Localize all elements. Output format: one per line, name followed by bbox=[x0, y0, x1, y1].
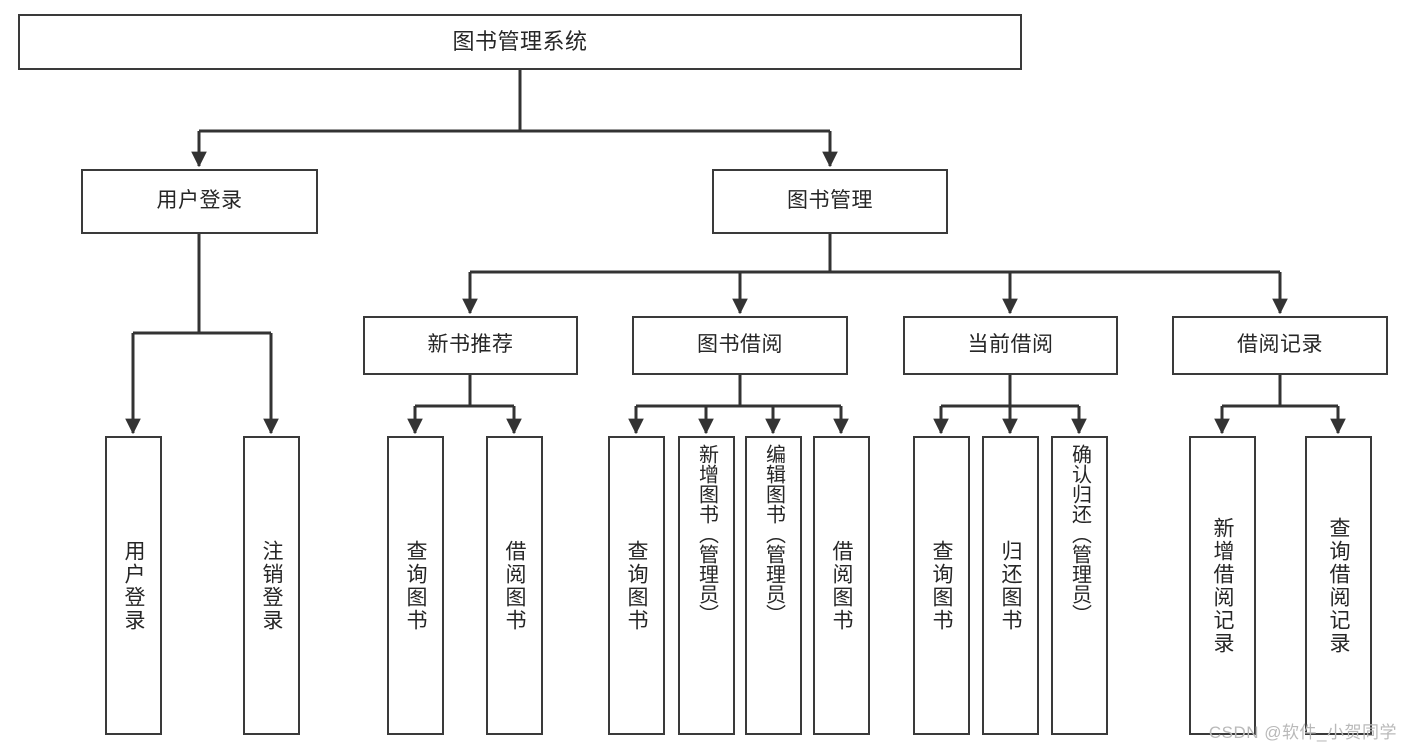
node-book-borrow-label: 图书借阅 bbox=[697, 333, 783, 357]
node-book-management-label: 图书管理 bbox=[787, 189, 873, 213]
node-book-management[interactable]: 图书管理 bbox=[712, 169, 948, 234]
node-leaf-logout[interactable]: 注销登录 bbox=[243, 436, 300, 735]
node-leaf-query-book-1-label: 查询图书 bbox=[404, 539, 427, 632]
node-leaf-query-record[interactable]: 查询借阅记录 bbox=[1305, 436, 1372, 735]
node-leaf-borrow-book-1[interactable]: 借阅图书 bbox=[486, 436, 543, 735]
node-leaf-query-book-3-label: 查询图书 bbox=[930, 539, 953, 632]
node-leaf-edit-book[interactable]: 编辑图书（管理员） bbox=[745, 436, 802, 735]
node-current-borrow[interactable]: 当前借阅 bbox=[903, 316, 1118, 375]
node-leaf-query-record-label: 查询借阅记录 bbox=[1327, 516, 1350, 655]
node-leaf-add-book[interactable]: 新增图书（管理员） bbox=[678, 436, 735, 735]
node-borrow-record-label: 借阅记录 bbox=[1237, 333, 1323, 357]
node-leaf-query-book-2-label: 查询图书 bbox=[625, 539, 648, 632]
node-book-borrow[interactable]: 图书借阅 bbox=[632, 316, 848, 375]
node-leaf-borrow-book-2-label: 借阅图书 bbox=[830, 539, 853, 632]
node-leaf-confirm-return-label: 确认归还（管理员） bbox=[1068, 444, 1091, 624]
node-leaf-return-book-label: 归还图书 bbox=[999, 539, 1022, 632]
node-root-label: 图书管理系统 bbox=[452, 29, 588, 55]
node-borrow-record[interactable]: 借阅记录 bbox=[1172, 316, 1388, 375]
node-leaf-edit-book-label: 编辑图书（管理员） bbox=[762, 444, 785, 624]
node-leaf-return-book[interactable]: 归还图书 bbox=[982, 436, 1039, 735]
node-leaf-query-book-1[interactable]: 查询图书 bbox=[387, 436, 444, 735]
node-current-borrow-label: 当前借阅 bbox=[967, 333, 1054, 357]
node-leaf-logout-label: 注销登录 bbox=[260, 539, 283, 632]
node-leaf-add-record[interactable]: 新增借阅记录 bbox=[1189, 436, 1256, 735]
node-leaf-user-login[interactable]: 用户登录 bbox=[105, 436, 162, 735]
node-root[interactable]: 图书管理系统 bbox=[18, 14, 1022, 70]
node-leaf-borrow-book-2[interactable]: 借阅图书 bbox=[813, 436, 870, 735]
node-leaf-user-login-label: 用户登录 bbox=[122, 539, 145, 632]
node-user-login[interactable]: 用户登录 bbox=[81, 169, 318, 234]
node-leaf-borrow-book-1-label: 借阅图书 bbox=[503, 539, 526, 632]
node-new-book-recommend-label: 新书推荐 bbox=[427, 333, 514, 357]
csdn-watermark: CSDN @软件_小贺同学 bbox=[1208, 723, 1397, 742]
node-leaf-add-record-label: 新增借阅记录 bbox=[1211, 516, 1234, 655]
node-leaf-add-book-label: 新增图书（管理员） bbox=[695, 444, 718, 624]
node-user-login-label: 用户登录 bbox=[156, 189, 243, 213]
node-new-book-recommend[interactable]: 新书推荐 bbox=[363, 316, 578, 375]
node-leaf-query-book-2[interactable]: 查询图书 bbox=[608, 436, 665, 735]
node-leaf-confirm-return[interactable]: 确认归还（管理员） bbox=[1051, 436, 1108, 735]
node-leaf-query-book-3[interactable]: 查询图书 bbox=[913, 436, 970, 735]
